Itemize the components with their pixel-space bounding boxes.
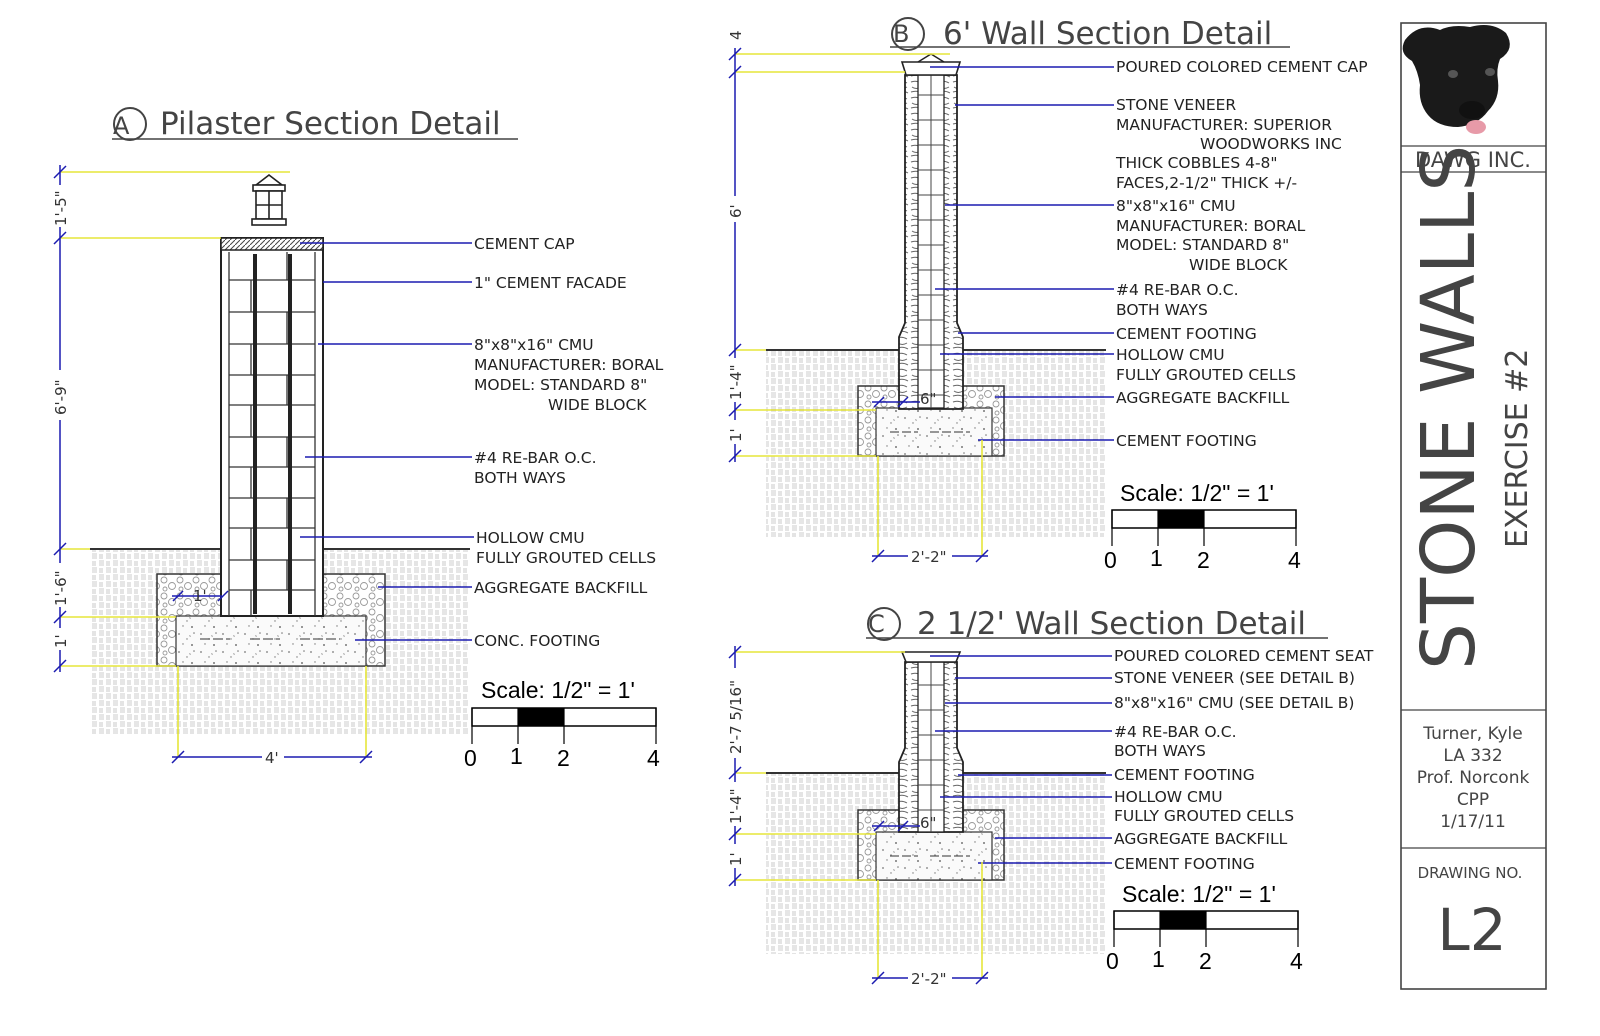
label-backfill: AGGREGATE BACKFILL [474, 579, 648, 597]
dim-c-wall: 2'-7 5/16" [727, 680, 745, 754]
scale-a-tick-2: 2 [557, 745, 570, 771]
label-b-manufacturer: MANUFACTURER: SUPERIOR [1116, 116, 1332, 134]
cement-cap [220, 237, 324, 251]
label-grouted: FULLY GROUTED CELLS [476, 549, 656, 567]
scale-a-tick-3: 4 [647, 745, 660, 771]
dim-a-top: 1'-5" [52, 190, 70, 226]
exercise-number: EXERCISE #2 [1500, 349, 1535, 548]
detail-b-marker: B [893, 20, 909, 48]
dim-a-inner: 1' [193, 587, 207, 605]
scale-b-tick-0: 0 [1104, 547, 1117, 573]
detail-a-title: Pilaster Section Detail [160, 106, 501, 142]
label-hollow-cmu: HOLLOW CMU [476, 529, 585, 547]
detail-a: A Pilaster Section Detail [50, 106, 664, 771]
label-both-ways: BOTH WAYS [474, 469, 566, 487]
author-name: Turner, Kyle [1422, 724, 1522, 744]
label-b-model: MODEL: STANDARD 8" [1116, 236, 1289, 254]
label-b-cap: POURED COLORED CEMENT CAP [1116, 58, 1368, 76]
label-c-footing2: CEMENT FOOTING [1114, 855, 1255, 873]
label-footing: CONC. FOOTING [474, 632, 600, 650]
label-wide-block: WIDE BLOCK [548, 396, 647, 414]
date: 1/17/11 [1440, 812, 1506, 832]
label-manufacturer: MANUFACTURER: BORAL [474, 356, 664, 374]
label-b-bothways: BOTH WAYS [1116, 301, 1208, 319]
cement-cap-b [900, 61, 962, 76]
label-b-cobbles: THICK COBBLES 4-8" [1115, 154, 1278, 172]
dog-head-icon [1402, 25, 1510, 134]
cmu-wall [220, 237, 324, 617]
dim-b-footing: 1' [727, 428, 745, 442]
label-b-rebar: #4 RE-BAR O.C. [1116, 281, 1239, 299]
label-b-boral: MANUFACTURER: BORAL [1116, 217, 1306, 235]
scale-a-label: Scale: 1/2" = 1' [481, 677, 635, 703]
lantern-icon [251, 173, 287, 226]
scale-a-tick-0: 0 [464, 745, 477, 771]
label-b-footing2: CEMENT FOOTING [1116, 432, 1257, 450]
label-c-hollow: HOLLOW CMU [1114, 788, 1223, 806]
label-b-veneer: STONE VENEER [1116, 96, 1236, 114]
label-model: MODEL: STANDARD 8" [474, 376, 647, 394]
label-cement-cap: CEMENT CAP [474, 235, 575, 253]
scale-c-tick-2: 2 [1199, 948, 1212, 974]
label-b-hollow: HOLLOW CMU [1116, 346, 1225, 364]
cement-seat-c [900, 651, 962, 663]
label-b-wide: WIDE BLOCK [1189, 256, 1288, 274]
label-c-cmu: 8"x8"x16" CMU (SEE DETAIL B) [1114, 694, 1354, 712]
label-b-backfill: AGGREGATE BACKFILL [1116, 389, 1290, 407]
dim-b-wall: 6' [727, 204, 745, 218]
label-b-woodworks: WOODWORKS INC [1200, 135, 1342, 153]
dim-b-inner: 6" [920, 390, 936, 408]
label-b-footing1: CEMENT FOOTING [1116, 325, 1257, 343]
dim-c-inner: 6" [920, 814, 936, 832]
label-c-footing1: CEMENT FOOTING [1114, 766, 1255, 784]
dim-a-below: 1'-6" [52, 570, 70, 606]
detail-b: B 6' Wall Section Detail POURED COLORED … [726, 16, 1368, 573]
label-b-cmu: 8"x8"x16" CMU [1116, 197, 1236, 215]
label-cement-facade: 1" CEMENT FACADE [474, 274, 627, 292]
label-c-grouted: FULLY GROUTED CELLS [1114, 807, 1294, 825]
company-name: DAWG INC. [1415, 148, 1531, 172]
dim-a-wall: 6'-9" [52, 379, 70, 415]
detail-c: C 2 1/2' Wall Section Detail POURED COLO… [726, 606, 1374, 988]
scale-a-tick-1: 1 [510, 743, 523, 769]
label-c-rebar: #4 RE-BAR O.C. [1114, 723, 1237, 741]
dim-b-below: 1'-4" [727, 364, 745, 400]
scale-b-tick-3: 4 [1288, 547, 1301, 573]
label-b-faces: FACES,2-1/2" THICK +/- [1116, 174, 1297, 192]
title-block: DAWG INC. STONE WALLS EXERCISE #2 Turner… [1400, 22, 1547, 990]
label-c-bothways: BOTH WAYS [1114, 742, 1206, 760]
dim-b-top: 4 [727, 30, 745, 40]
detail-b-title: 6' Wall Section Detail [943, 16, 1272, 52]
label-rebar: #4 RE-BAR O.C. [474, 449, 597, 467]
dim-c-footing: 1' [727, 852, 745, 866]
drawing-no-label: DRAWING NO. [1418, 864, 1523, 882]
dim-a-footing: 1' [52, 634, 70, 648]
course-code: LA 332 [1443, 746, 1502, 766]
label-c-veneer: STONE VENEER (SEE DETAIL B) [1114, 669, 1355, 687]
scale-c-tick-1: 1 [1152, 946, 1165, 972]
professor: Prof. Norconk [1417, 768, 1530, 788]
conc-footing [175, 615, 367, 667]
scale-c-tick-3: 4 [1290, 948, 1303, 974]
label-c-backfill: AGGREGATE BACKFILL [1114, 830, 1288, 848]
detail-c-marker: C [868, 610, 885, 638]
scale-b-label: Scale: 1/2" = 1' [1120, 480, 1274, 506]
dim-c-below: 1'-4" [727, 788, 745, 824]
scale-b-tick-1: 1 [1150, 545, 1163, 571]
label-b-grouted: FULLY GROUTED CELLS [1116, 366, 1296, 384]
scale-b-tick-2: 2 [1197, 547, 1210, 573]
dim-b-width: 2'-2" [911, 548, 947, 566]
project-title: STONE WALLS [1406, 145, 1492, 670]
school: CPP [1457, 790, 1489, 810]
dim-c-width: 2'-2" [911, 970, 947, 988]
label-cmu: 8"x8"x16" CMU [474, 336, 594, 354]
label-c-seat: POURED COLORED CEMENT SEAT [1114, 647, 1374, 665]
dim-a-width: 4' [265, 749, 279, 767]
drawing-number: L2 [1437, 896, 1506, 964]
detail-c-title: 2 1/2' Wall Section Detail [917, 606, 1306, 642]
scale-c-label: Scale: 1/2" = 1' [1122, 881, 1276, 907]
scale-c-tick-0: 0 [1106, 948, 1119, 974]
